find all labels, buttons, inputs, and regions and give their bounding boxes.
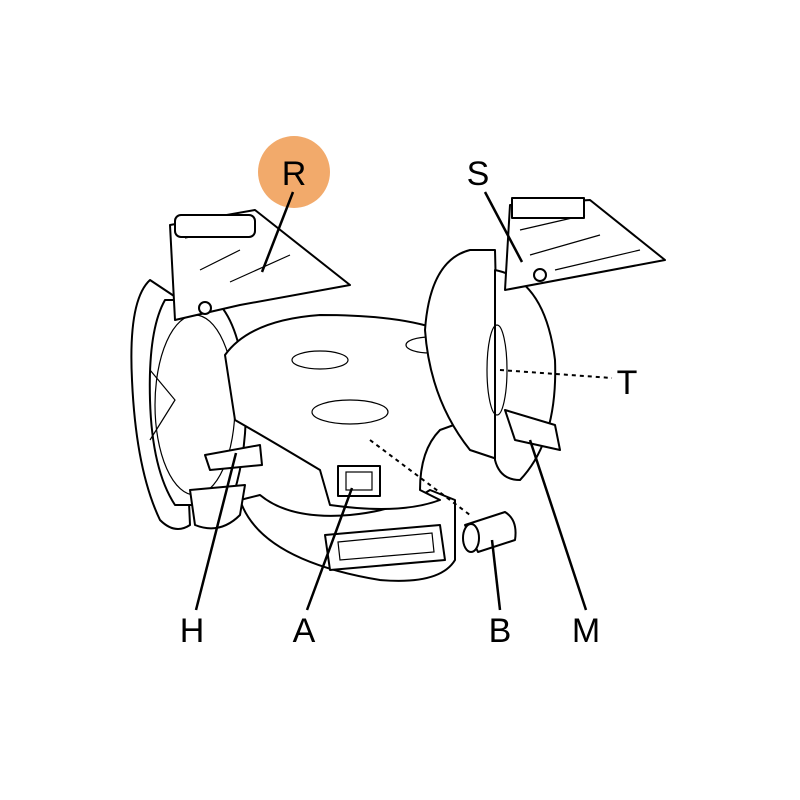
vent-slot [291,350,349,370]
label-s: S [467,155,490,193]
right-wheel-guard [424,249,501,461]
right-shield-hinge [511,197,585,219]
leader-line-h [194,452,238,611]
left-shield-hinge [174,214,256,238]
label-m: M [572,612,600,650]
vent-slot [311,399,389,425]
power-switch [337,465,381,497]
right-shield-knob [533,268,547,282]
left-spark-arrestor [204,444,263,471]
assembly-dash-b [369,439,471,516]
label-b: B [489,612,512,650]
left-shield-knob [198,301,212,315]
leader-line-t [499,369,613,379]
label-r: R [282,155,307,193]
label-t: T [617,364,638,402]
right-wheel-arbor [486,324,508,416]
label-h: H [180,612,205,650]
left-wheel-hub [149,369,176,441]
leader-line-m [528,439,588,611]
highlight-circle [258,136,330,208]
leader-line-s [483,191,524,263]
leader-line-b [490,539,502,611]
right-wheel-cover [494,269,557,481]
leader-line-r [260,191,295,273]
leader-line-a [305,487,354,611]
right-tool-rest [504,409,561,451]
label-a: A [293,612,316,650]
